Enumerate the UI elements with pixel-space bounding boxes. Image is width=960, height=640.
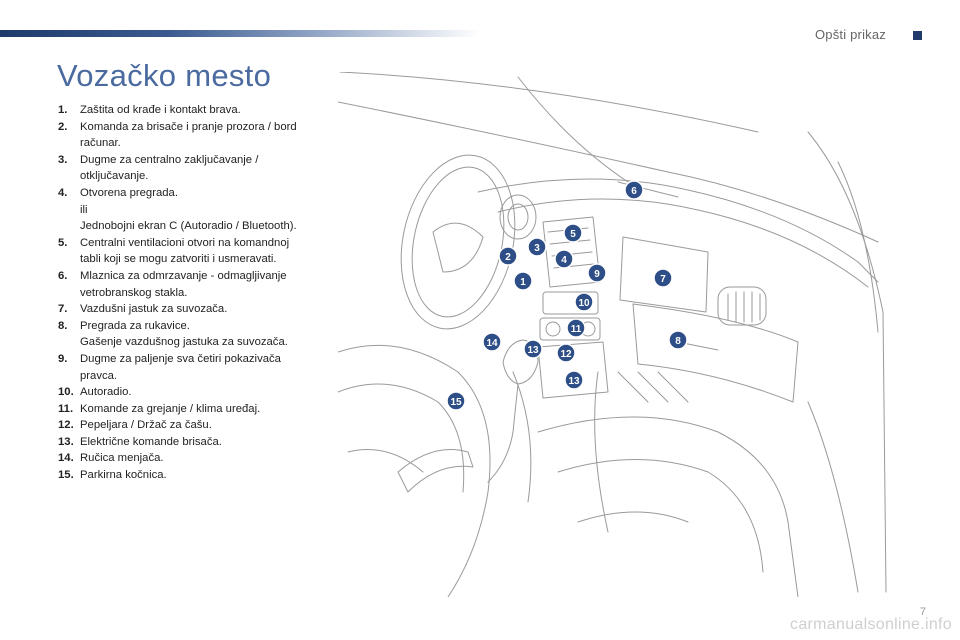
legend-item-number: 12. [58,419,74,432]
svg-text:9: 9 [594,269,600,280]
legend-item: 1. Zaštita od krađe i kontakt brava. [58,102,330,119]
svg-text:13: 13 [568,376,580,387]
legend-item-text: Pregrada za rukavice. [80,319,190,332]
callout-marker-13a: 13 [523,339,543,359]
callout-marker-10: 10 [574,292,594,312]
legend-item: 7. Vazdušni jastuk za suvozača. [58,301,330,318]
legend-item-text: Centralni ventilacioni otvori na komandn… [80,236,290,249]
legend-item-text: Dugme za paljenje sva četiri pokazivača [80,352,281,365]
legend-item-number: 4. [58,186,68,199]
legend-item-text: ili [80,203,88,216]
legend-item-text: Vazdušni jastuk za suvozača. [80,303,228,316]
legend-item: 6. Mlaznica za odmrzavanje - odmagljivanj… [58,268,330,301]
legend-item: 12. Pepeljara / Držač za čašu. [58,417,330,434]
callout-marker-11: 11 [566,318,586,338]
callout-marker-15: 15 [446,391,466,411]
legend-item-text: tabli koji se mogu zatvoriti i usmeravat… [80,253,277,266]
legend-item-number: 8. [58,319,68,332]
legend-item-number: 1. [58,104,68,116]
callout-marker-4: 4 [554,249,574,269]
legend-item: 5. Centralni ventilacioni otvori na koman… [58,235,330,268]
legend-item-text: pravca. [80,369,118,382]
legend-item: 3. Dugme za centralno zaključavanje / otkl… [58,152,330,185]
legend-item-number: 6. [58,269,68,282]
callout-marker-6: 6 [624,180,644,200]
dashboard-illustration: 1 2 3 4 5 6 7 8 9 10 11 12 13 13 14 15 [338,72,888,597]
legend-item-number: 7. [58,303,68,316]
steering-wheel-outline [400,154,516,330]
legend-list: 1. Zaštita od krađe i kontakt brava. 2. Kom… [58,102,330,484]
legend-item-text: Zaštita od krađe i kontakt brava. [80,104,241,116]
legend-item-number: 11. [58,402,74,415]
dashboard-top-line [477,178,879,283]
callout-marker-1: 1 [513,271,533,291]
callout-marker-5: 5 [563,223,583,243]
svg-text:10: 10 [578,298,590,309]
legend-item-text: računar. [80,137,121,150]
legend-item-number: 2. [58,120,68,133]
watermark: carmanualsonline.info [790,616,952,633]
svg-text:15: 15 [450,397,462,408]
windscreen-top-line [339,72,759,133]
page-number: 7 [919,606,926,618]
legend-item-text: Komande za grejanje / klima uređaj. [80,402,261,415]
legend-item-text: Autoradio. [80,386,132,399]
svg-text:6: 6 [631,186,637,197]
dashboard-drawing: 1 2 3 4 5 6 7 8 9 10 11 12 13 13 14 15 [338,72,887,597]
callout-marker-13b: 13 [564,370,584,390]
svg-text:8: 8 [675,336,681,347]
legend-item-number: 5. [58,236,68,249]
legend-item-text: Mlaznica za odmrzavanje - odmagljivanje [80,269,287,282]
callout-marker-9: 9 [587,263,607,283]
legend-item-text: otključavanje. [80,170,149,183]
svg-text:14: 14 [486,338,498,349]
legend-item-text: Električne komande brisača. [80,435,222,448]
legend-item-number: 15. [58,469,74,482]
legend-item-text: Pepeljara / Držač za čašu. [80,419,212,432]
legend-item-number: 13. [58,435,74,448]
legend-item-text: vetrobranskog stakla. [80,286,188,299]
section-label: Opšti prikaz [814,27,886,42]
svg-text:2: 2 [505,252,511,263]
legend-item: 2. Komanda za brisače i pranje prozora / … [58,119,330,152]
callout-marker-7: 7 [653,268,673,288]
corner-square-marker [913,31,922,40]
svg-text:3: 3 [534,243,540,254]
legend-item-number: 9. [58,352,68,365]
legend-item-number: 14. [58,452,74,465]
svg-text:11: 11 [571,324,582,335]
legend-item-text: Ručica menjača. [80,452,164,465]
callout-marker-8: 8 [668,330,688,350]
legend-item-number: 3. [58,153,68,166]
legend-item: 8. Pregrada za rukavice. Gašenje vazdušnog… [58,318,330,351]
legend-item: 14. Ručica menjača. [58,450,330,467]
legend-item: 10. Autoradio. [58,384,330,401]
callout-marker-3: 3 [527,237,547,257]
legend-item: 15. Parkirna kočnica. [58,467,330,484]
legend-item-text: Dugme za centralno zaključavanje / [80,153,259,166]
legend-item-text: Gašenje vazdušnog jastuka za suvozača. [80,336,288,349]
callout-marker-14: 14 [482,332,502,352]
legend-item-number: 10. [58,386,74,399]
legend-item-text: Otvorena pregrada. [80,186,178,199]
callout-marker-2: 2 [498,246,518,266]
legend-item-text: Jednobojni ekran C (Autoradio / Bluetoot… [80,220,297,233]
header-gradient-bar [0,30,480,37]
legend-item: 9. Dugme za paljenje sva četiri pokazivač… [58,351,330,384]
svg-text:1: 1 [520,277,526,288]
legend-item: 13. Električne komande brisača. [58,434,330,451]
svg-text:12: 12 [560,349,572,360]
callout-marker-12: 12 [556,343,576,363]
legend-item: 11. Komande za grejanje / klima uređaj. [58,401,330,418]
svg-text:13: 13 [527,345,539,356]
svg-text:7: 7 [660,274,666,285]
page-title: Vozačko mesto [57,58,272,93]
svg-text:4: 4 [561,255,567,266]
svg-text:5: 5 [570,229,576,240]
legend-item-text: Parkirna kočnica. [80,469,167,482]
legend-item-text: Komanda za brisače i pranje prozora / bo… [80,120,297,133]
